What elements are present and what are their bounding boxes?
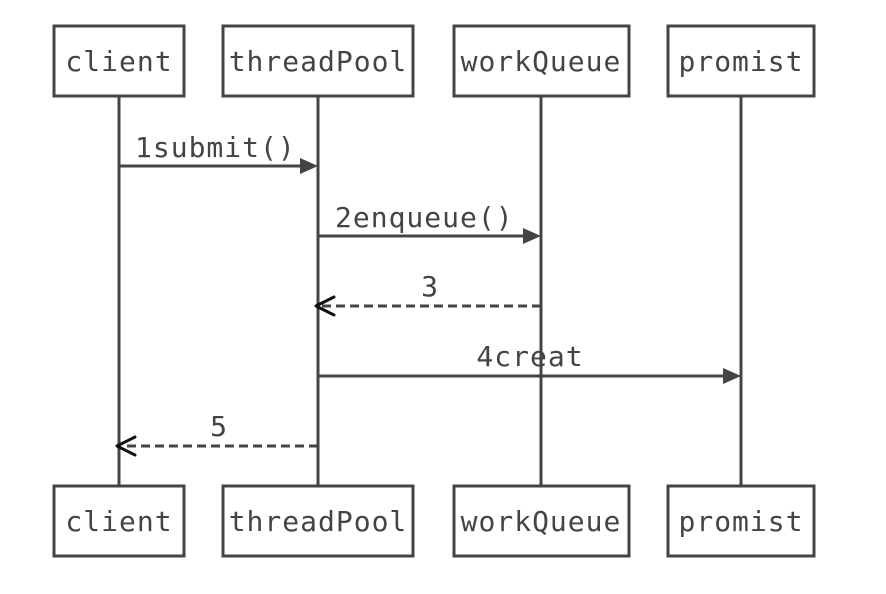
participant-promist-top: promist	[666, 24, 816, 98]
participant-label: client	[65, 505, 172, 538]
message-return-3: 3	[314, 270, 541, 317]
message-enqueue: 2enqueue()	[318, 201, 541, 244]
participant-label: threadPool	[229, 45, 408, 78]
message-label: 5	[210, 410, 228, 443]
participant-label: promist	[678, 45, 803, 78]
filled-arrowhead	[723, 368, 741, 384]
participant-promist-bottom: promist	[666, 484, 816, 558]
open-arrowhead	[115, 435, 137, 457]
message-creat: 4creat	[318, 340, 741, 384]
participant-client-top: client	[52, 24, 186, 98]
participant-threadpool-top: threadPool	[221, 24, 415, 98]
participant-label: workQueue	[461, 505, 622, 538]
participant-label: workQueue	[461, 45, 622, 78]
participant-label: client	[65, 45, 172, 78]
message-submit: 1submit()	[119, 131, 318, 174]
filled-arrowhead	[523, 228, 541, 244]
participant-workqueue-bottom: workQueue	[452, 484, 631, 558]
message-label: 1submit()	[135, 131, 296, 164]
message-label: 2enqueue()	[335, 201, 514, 234]
filled-arrowhead	[300, 158, 318, 174]
lifelines	[117, 96, 743, 486]
open-arrowhead	[314, 295, 336, 317]
messages: 1submit() 2enqueue() 3 4creat 5	[115, 131, 741, 457]
participant-client-bottom: client	[52, 484, 186, 558]
participant-label: promist	[678, 505, 803, 538]
message-label: 4creat	[476, 340, 583, 373]
message-return-5: 5	[115, 410, 318, 457]
participant-threadpool-bottom: threadPool	[221, 484, 415, 558]
participant-label: threadPool	[229, 505, 408, 538]
message-label: 3	[421, 270, 439, 303]
participant-workqueue-top: workQueue	[452, 24, 631, 98]
participants-top: client threadPool workQueue promist	[52, 24, 816, 98]
participants-bottom: client threadPool workQueue promist	[52, 484, 816, 558]
